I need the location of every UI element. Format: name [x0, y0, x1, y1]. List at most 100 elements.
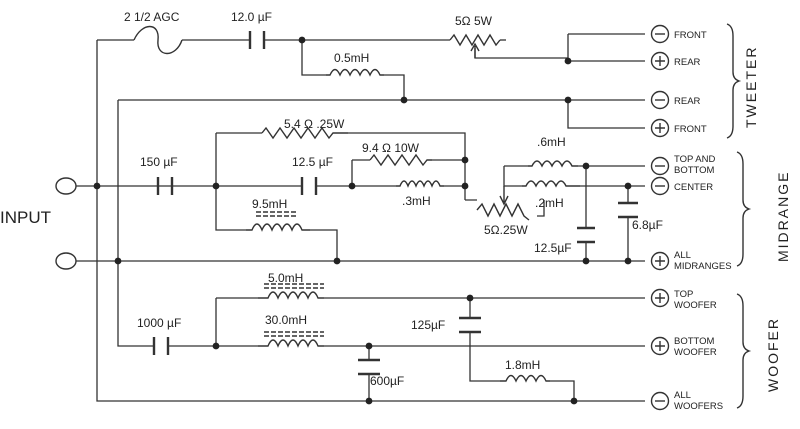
terminal-plus[interactable] — [650, 251, 670, 271]
terminal-minus[interactable] — [650, 156, 670, 176]
capacitor-150uf-label: 150 µF — [140, 155, 178, 169]
junction-dot — [348, 182, 356, 190]
resistor-5-4-ohm — [261, 126, 348, 140]
tweeter-terminals: FRONT REAR REAR FRONT — [650, 24, 707, 138]
terminal-label: TOP AND — [674, 154, 715, 165]
junction-dot — [333, 257, 341, 265]
capacitor-125uf — [459, 316, 481, 334]
terminal-label: WOOFER — [674, 347, 717, 358]
inductor-5-0mh — [258, 283, 324, 300]
terminal-minus[interactable] — [650, 24, 670, 44]
inductor-0-2mh — [522, 180, 580, 188]
midrange-brace — [736, 151, 752, 267]
junction-dot — [582, 257, 590, 265]
capacitor-600uf-label: 600µF — [370, 374, 404, 388]
resistor-9-4-ohm — [369, 153, 432, 167]
capacitor-125uf-label: 125µF — [411, 318, 445, 332]
terminal-label: CENTER — [674, 182, 713, 193]
terminal-label: REAR — [674, 57, 701, 68]
input-terminal-negative[interactable] — [55, 252, 77, 270]
inductor-0-6mh-label: .6mH — [537, 135, 566, 149]
section-label-woofer: WOOFER — [765, 317, 781, 392]
terminal-label: WOOFERS — [674, 401, 723, 412]
junction-dots — [93, 36, 632, 405]
section-label-midrange: MIDRANGE — [775, 171, 791, 262]
terminal-plus[interactable] — [650, 336, 670, 356]
input-terminals: INPUT — [0, 177, 77, 270]
capacitor-6-8uf — [618, 201, 638, 219]
tweeter-brace — [726, 23, 742, 139]
junction-dot — [624, 257, 632, 265]
fuse-label: 2 1/2 AGC — [124, 10, 180, 24]
inductor-9-5mh-label: 9.5mH — [252, 197, 287, 211]
capacitor-1000uf-label: 1000 µF — [137, 316, 181, 330]
rheostat-midrange — [476, 202, 530, 221]
fuse-symbol — [133, 25, 183, 55]
input-terminal-positive[interactable] — [55, 177, 77, 195]
terminal-label: TOP — [674, 289, 693, 300]
rheostat-tweeter-label: 5Ω 5W — [455, 14, 493, 28]
capacitor-12-5uf — [300, 177, 318, 195]
inductor-0-3mh-label: .3mH — [402, 194, 431, 208]
capacitor-150uf — [156, 177, 174, 195]
capacitor-12uf-label: 12.0 µF — [231, 10, 272, 24]
capacitor-12-5uf-label: 12.5 µF — [292, 155, 333, 169]
terminal-label: BOTTOM — [674, 165, 715, 176]
woofer-brace — [736, 293, 752, 409]
terminal-label: BOTTOM — [674, 336, 715, 347]
capacitor-6-8uf-label: 6.8µF — [632, 218, 663, 232]
junction-dot — [365, 342, 373, 350]
section-brackets — [726, 23, 752, 409]
rheostat-midrange-wiper — [499, 186, 509, 206]
inductor-9-5mh — [246, 211, 310, 232]
capacitor-600uf — [358, 358, 380, 376]
junction-dot — [570, 397, 578, 405]
resistor-5-4-ohm-label: 5.4 Ω .25W — [284, 117, 345, 131]
inductor-30-0mh-label: 30.0mH — [265, 313, 307, 327]
capacitor-1000uf — [152, 337, 170, 355]
inductor-0-5mh-label: 0.5mH — [334, 51, 369, 65]
terminal-label: WOOFER — [674, 300, 717, 311]
junction-dot — [624, 182, 632, 190]
woofer-terminals: TOP WOOFER BOTTOM WOOFER ALL WOOFERS — [650, 288, 723, 412]
terminal-label: ALL — [674, 390, 691, 401]
junction-dot — [212, 342, 220, 350]
junction-dot — [582, 162, 590, 170]
terminal-minus[interactable] — [650, 391, 670, 411]
junction-dot — [461, 156, 469, 164]
inductor-0-3mh — [396, 180, 444, 188]
terminal-label: FRONT — [674, 30, 707, 41]
junction-dot — [212, 182, 220, 190]
terminal-plus[interactable] — [650, 51, 670, 71]
capacitor-12-5uf-shunt — [577, 226, 595, 244]
junction-dot — [564, 96, 572, 104]
inductor-5-0mh-label: 5.0mH — [268, 271, 303, 285]
capacitor-12uf — [248, 31, 266, 49]
rheostat-midrange-label: 5Ω.25W — [484, 223, 528, 237]
terminal-minus[interactable] — [650, 176, 670, 196]
inductor-1-8mh-label: 1.8mH — [505, 358, 540, 372]
junction-dot — [564, 57, 572, 65]
junction-dot — [365, 397, 373, 405]
terminal-plus[interactable] — [650, 288, 670, 308]
capacitor-12-5uf-shunt-label: 12.5µF — [534, 241, 572, 255]
terminal-label: MIDRANGES — [674, 261, 732, 272]
rheostat-tweeter — [449, 33, 501, 47]
inductor-0-6mh — [528, 160, 578, 168]
junction-dot — [114, 257, 122, 265]
wiring — [76, 33, 645, 402]
junction-dot — [461, 182, 469, 190]
terminal-label: ALL — [674, 250, 691, 261]
junction-dot — [298, 36, 306, 44]
section-label-tweeter: TWEETER — [743, 46, 759, 128]
inductor-0-2mh-label: .2mH — [535, 196, 564, 210]
terminal-minus[interactable] — [650, 90, 670, 110]
terminal-plus[interactable] — [650, 118, 670, 138]
midrange-terminals: TOP AND BOTTOM CENTER ALL MIDRANGES — [650, 154, 732, 272]
junction-dot — [466, 294, 474, 302]
junction-dot — [93, 182, 101, 190]
input-label: INPUT — [0, 208, 51, 227]
inductor-1-8mh — [500, 374, 550, 383]
